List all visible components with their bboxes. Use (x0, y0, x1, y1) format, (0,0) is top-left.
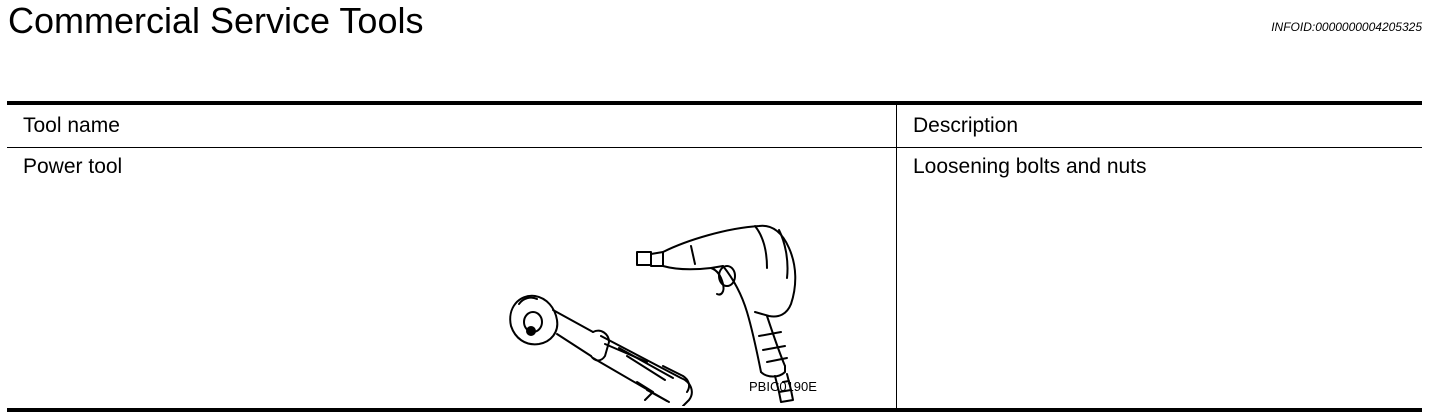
description-cell: Loosening bolts and nuts (897, 148, 1423, 411)
column-header-description: Description (896, 103, 1422, 148)
column-header-label: Description (913, 114, 1019, 137)
info-id: INFOID:0000000004205325 (1271, 20, 1422, 34)
impact-wrench-icon (636, 224, 797, 403)
table-row: Power tool (7, 147, 1423, 411)
tool-description: Loosening bolts and nuts (913, 155, 1147, 178)
power-tool-figure (509, 224, 797, 406)
tool-name-cell: Power tool (7, 147, 897, 410)
column-header-tool-name: Tool name (7, 103, 897, 148)
ratchet-wrench-icon (509, 294, 693, 406)
tool-name: Power tool (23, 155, 123, 178)
table-header-row: Tool name Description (7, 103, 1422, 148)
column-header-label: Tool name (23, 114, 120, 137)
page-title: Commercial Service Tools (8, 0, 424, 41)
tools-table: Tool name Description Power tool (7, 101, 1422, 412)
figure-code: PBIC0190E (749, 379, 817, 394)
